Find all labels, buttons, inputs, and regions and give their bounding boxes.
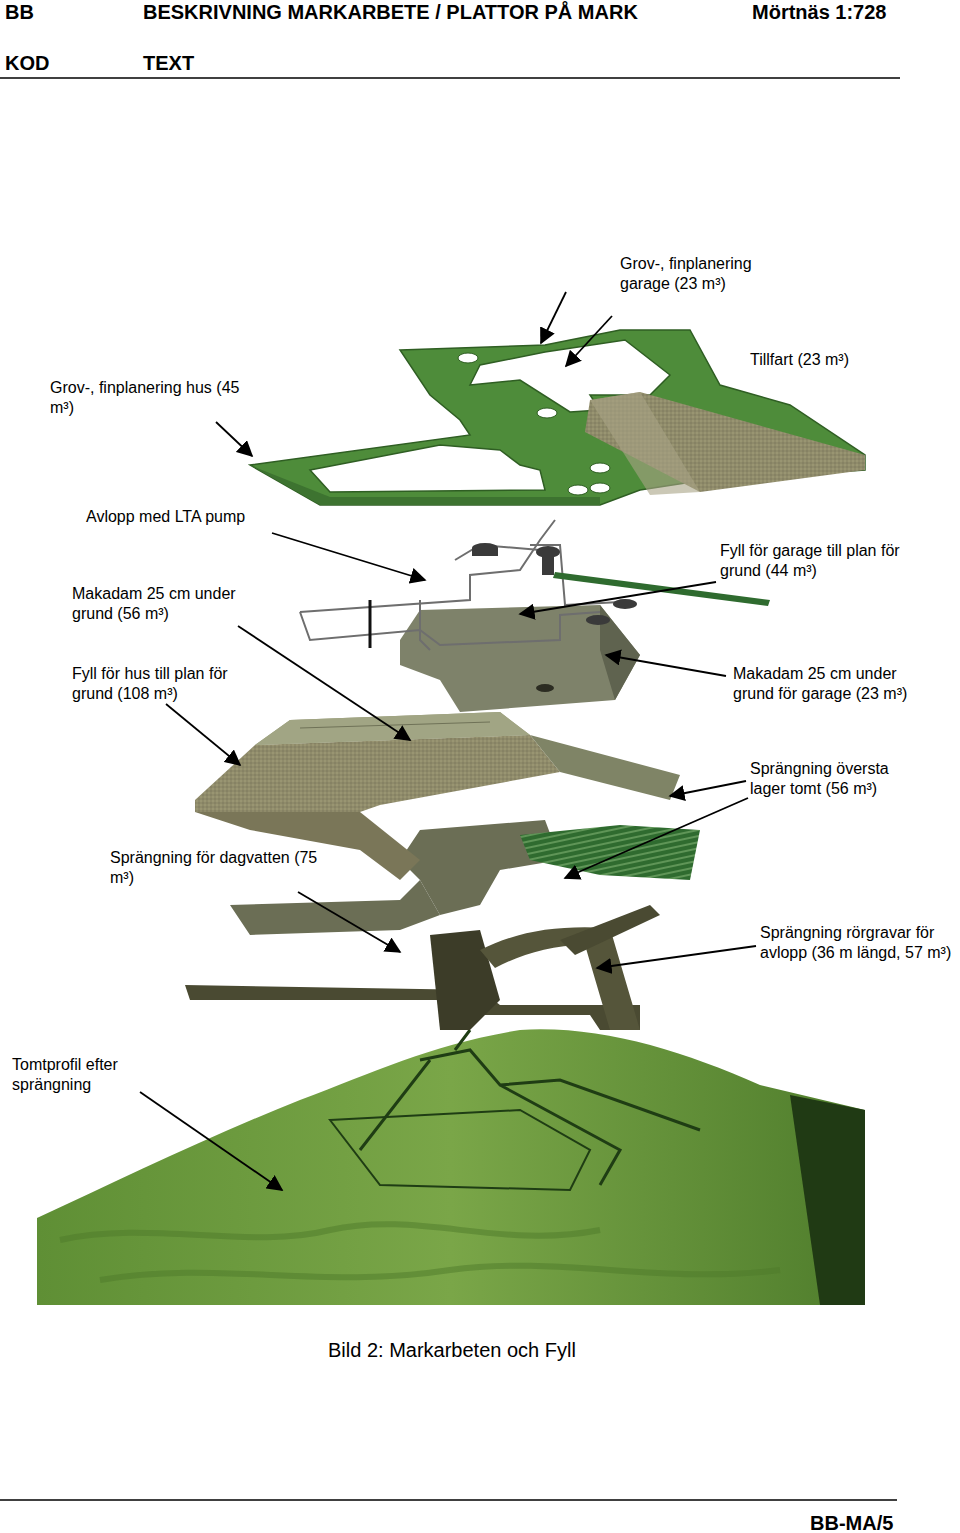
callout-text: Avlopp med LTA pump bbox=[86, 507, 286, 527]
callout-text: Tomtprofil efter sprängning bbox=[12, 1055, 142, 1095]
callout-text: Makadam 25 cm under grund för garage (23… bbox=[733, 664, 938, 704]
column-head: TEXT bbox=[143, 51, 194, 75]
callout-text: Grov-, finplanering hus (45 m³) bbox=[50, 378, 250, 418]
callout-text: Grov-, finplanering garage (23 m³) bbox=[620, 254, 772, 294]
header-code: BB bbox=[5, 0, 34, 24]
header-project: Mörtnäs 1:728 bbox=[752, 0, 887, 24]
callout-text: Sprängning översta lager tomt (56 m³) bbox=[750, 759, 910, 799]
callout-text: Tillfart (23 m³) bbox=[750, 350, 850, 370]
callout-text: Sprängning rörgravar för avlopp (36 m lä… bbox=[760, 923, 952, 963]
callout-text: Fyll för garage till plan för grund (44 … bbox=[720, 541, 910, 581]
header-title: BESKRIVNING MARKARBETE / PLATTOR PÅ MARK bbox=[143, 0, 638, 24]
figure-caption: Bild 2: Markarbeten och Fyll bbox=[328, 1338, 576, 1362]
page-number: BB-MA/5 bbox=[810, 1511, 893, 1533]
callout-text: Makadam 25 cm under grund (56 m³) bbox=[72, 584, 262, 624]
callout-text: Sprängning för dagvatten (75 m³) bbox=[110, 848, 320, 888]
callout-text: Fyll för hus till plan för grund (108 m³… bbox=[72, 664, 254, 704]
column-head: KOD bbox=[5, 51, 49, 75]
